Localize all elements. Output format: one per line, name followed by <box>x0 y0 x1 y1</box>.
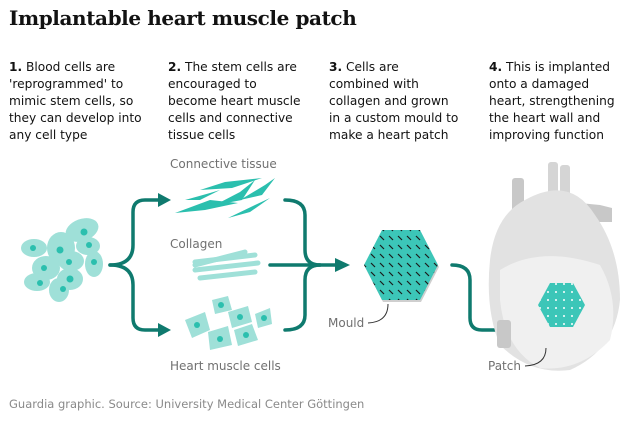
merge-arrow <box>268 198 337 332</box>
step-text: Cells are combined with collagen and gro… <box>329 60 459 142</box>
label-mould: Mould <box>328 316 365 330</box>
split-arrow <box>108 198 162 332</box>
step-text: This is implanted onto a damaged heart, … <box>489 60 615 142</box>
connective-tissue-cells <box>175 178 275 218</box>
arrow-head-up <box>158 193 171 207</box>
mould-hexagon <box>364 230 439 302</box>
implant-arrow <box>450 263 522 332</box>
arrow-head-mould <box>335 258 350 272</box>
step-number: 4. <box>489 60 503 74</box>
label-heart-muscle-cells: Heart muscle cells <box>170 359 281 373</box>
step-3: 3. Cells are combined with collagen and … <box>329 59 459 144</box>
label-collagen: Collagen <box>170 237 223 251</box>
page-title: Implantable heart muscle patch <box>9 6 357 30</box>
collagen-fibers <box>192 249 261 281</box>
source-credit: Guardia graphic. Source: University Medi… <box>9 397 365 411</box>
mould-leader-line <box>367 303 389 324</box>
heart-patch <box>538 283 585 327</box>
heart-muscle-nuclei <box>194 302 267 342</box>
label-patch: Patch <box>488 359 521 373</box>
stem-cell-nuclei <box>30 228 97 292</box>
step-number: 2. <box>168 60 182 74</box>
heart-illustration <box>488 162 620 371</box>
step-number: 1. <box>9 60 23 74</box>
step-2: 2. The stem cells are encouraged to beco… <box>168 59 308 144</box>
arrow-head-down <box>158 323 171 337</box>
patch-leader-line <box>524 347 547 367</box>
step-number: 3. <box>329 60 343 74</box>
step-1: 1. Blood cells are 'reprogrammed' to mim… <box>9 59 159 144</box>
label-connective-tissue: Connective tissue <box>170 157 277 171</box>
step-4: 4. This is implanted onto a damaged hear… <box>489 59 629 144</box>
step-text: The stem cells are encouraged to become … <box>168 60 301 142</box>
step-text: Blood cells are 'reprogrammed' to mimic … <box>9 60 142 142</box>
